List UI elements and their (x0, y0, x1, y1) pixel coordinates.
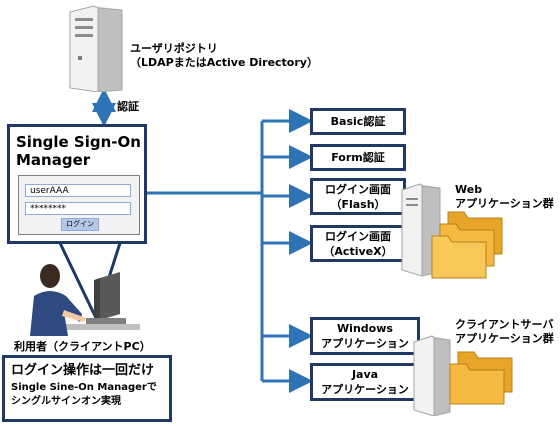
target-java-app: Java アプリケーション (310, 363, 420, 401)
note-body: Single Sine-On Managerで シングルサインオン実現 (11, 381, 163, 409)
note-title: ログイン操作は一回だけ (11, 363, 155, 378)
target-label: Windows (337, 322, 393, 335)
login-form: userAAA ******** ログイン (18, 175, 140, 235)
target-login-activex: ログイン画面 （ActiveX） (310, 225, 406, 262)
note-box: ログイン操作は一回だけ Single Sine-On Managerで シングル… (2, 355, 172, 422)
target-label: ログイン画面 (325, 182, 391, 196)
target-sublabel: （Flash） (330, 197, 386, 211)
target-label: ログイン画面 (325, 229, 391, 243)
target-login-flash: ログイン画面 （Flash） (310, 178, 406, 215)
target-label: Java (351, 368, 379, 381)
auth-label: 認証 (117, 100, 139, 113)
cs-group-line2: アプリケーション群 (455, 332, 554, 345)
web-group-label: Web アプリケーション群 (455, 183, 554, 211)
password-field[interactable]: ******** (25, 202, 131, 215)
sso-title-line1: Single Sign-On (16, 133, 141, 151)
target-basic-auth: Basic認証 (310, 108, 406, 135)
target-windows-app: Windows アプリケーション (310, 317, 420, 355)
web-group-line1: Web (455, 183, 483, 196)
username-field[interactable]: userAAA (25, 184, 131, 197)
target-sublabel: アプリケーション (321, 337, 409, 350)
cs-group-line1: クライアントサーバ (455, 318, 554, 331)
note-line2: シングルサインオン実現 (11, 396, 121, 407)
web-group-line2: アプリケーション群 (455, 197, 554, 210)
target-label: Form認証 (331, 151, 385, 164)
user-at-pc-icon (30, 264, 140, 336)
target-label: Basic認証 (330, 115, 386, 128)
cs-group-label: クライアントサーバ アプリケーション群 (455, 318, 554, 346)
user-label: 利用者（クライアントPC） (14, 340, 151, 353)
target-sublabel: （ActiveX） (323, 244, 393, 258)
repository-label-line1: ユーザリポジトリ (130, 42, 218, 55)
web-server-folders-icon (401, 183, 503, 279)
repository-server-icon (69, 5, 123, 92)
sso-title: Single Sign-On Manager (16, 133, 141, 169)
sso-title-line2: Manager (16, 151, 91, 169)
target-form-auth: Form認証 (310, 144, 406, 171)
client-server-folders-icon (413, 335, 513, 416)
repository-label: ユーザリポジトリ （LDAPまたはActive Directory） (130, 42, 318, 70)
note-line1: Single Sine-On Managerで (11, 382, 157, 393)
repository-label-line2: （LDAPまたはActive Directory） (130, 56, 318, 69)
target-sublabel: アプリケーション (321, 383, 409, 396)
login-button[interactable]: ログイン (61, 218, 99, 231)
sso-manager-panel: Single Sign-On Manager userAAA ******** … (7, 124, 147, 244)
